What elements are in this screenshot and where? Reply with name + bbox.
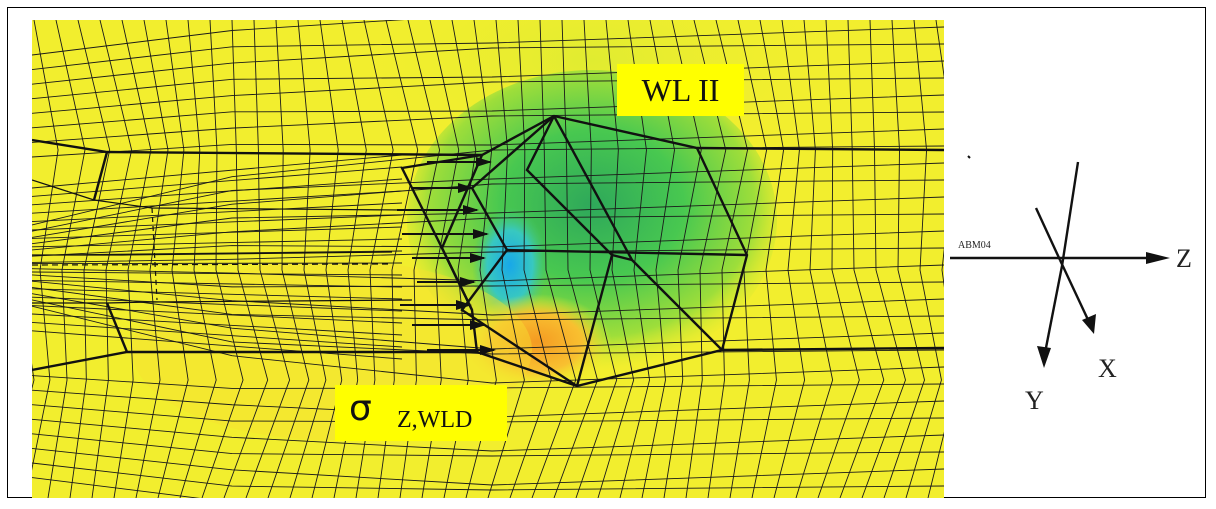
load-arrows <box>397 157 496 355</box>
tube-mesh-line <box>32 288 403 300</box>
axis-upper-stub <box>1060 161 1080 267</box>
mesh-horizontal-line <box>32 247 944 263</box>
load-arrow-head <box>456 300 472 310</box>
z-axis-label: Z <box>1176 244 1192 273</box>
tube-mesh-line <box>32 279 403 288</box>
x-axis-label: X <box>1098 354 1117 383</box>
mesh-vertical-line <box>883 20 925 498</box>
tube-mesh-line <box>32 202 403 223</box>
tube-inner-lines <box>32 179 413 304</box>
tube-mesh-line <box>32 330 403 360</box>
tube-mesh-line <box>32 305 403 324</box>
mesh-horizontal-line <box>32 264 944 282</box>
mesh-vertical-line <box>839 20 885 498</box>
mesh-horizontal-line <box>32 179 944 238</box>
mesh-vertical-line <box>575 20 618 498</box>
mesh-vertical-line <box>509 20 552 498</box>
mesh-vertical-line <box>289 20 327 498</box>
mesh-vertical-line <box>47 20 86 498</box>
tube-mesh-line <box>32 262 403 265</box>
fe-mesh-plot: WL II σ Z,WLD <box>32 20 944 498</box>
mesh-vertical-line <box>201 20 244 498</box>
mesh-horizontal-line <box>32 418 944 452</box>
x-axis-arrowhead <box>1082 314 1096 334</box>
y-axis-line <box>1042 265 1064 359</box>
stress-label: σ Z,WLD <box>335 385 507 441</box>
tube-mesh-line <box>32 296 403 312</box>
mesh-horizontal-line <box>32 305 944 384</box>
mesh-horizontal-line <box>32 128 944 158</box>
tube-mesh-line <box>32 190 403 214</box>
mesh-horizontal-line <box>32 43 944 85</box>
stray-dot <box>967 155 971 159</box>
mesh-horizontal-line <box>32 20 405 56</box>
axis-back-stub <box>1034 207 1062 261</box>
mesh-vertical-line <box>135 20 169 498</box>
tube-mesh-line <box>32 271 403 276</box>
load-arrow-head <box>476 157 492 167</box>
mesh-vertical-line <box>553 20 599 498</box>
y-axis-arrowhead <box>1037 346 1051 368</box>
contour-cyan-region <box>472 207 548 323</box>
mesh-horizontal-line <box>32 230 944 257</box>
stress-subscript: Z,WLD <box>397 407 473 433</box>
mesh-horizontal-line <box>32 213 944 251</box>
tube-mesh-line <box>32 214 403 231</box>
mesh-vertical-line <box>179 20 217 498</box>
coordinate-axis-triad: ABM04 Z X Y <box>948 148 1198 428</box>
contour-orange-region <box>462 294 612 390</box>
load-arrow-head <box>470 320 486 330</box>
mesh-horizontal-line <box>32 293 944 350</box>
mesh-horizontal-line <box>32 477 201 498</box>
mesh-vertical-line <box>861 20 906 498</box>
mesh-horizontal-line <box>32 26 944 71</box>
mesh-vertical-line <box>267 20 310 498</box>
mesh-vertical-line <box>32 20 59 471</box>
load-arrow-head <box>460 277 476 287</box>
node-id-label: ABM04 <box>958 240 991 251</box>
figure-frame: WL II σ Z,WLD ABM04 Z X Y <box>7 7 1206 498</box>
load-arrow-head <box>480 345 496 355</box>
tube-mesh-line <box>32 166 403 197</box>
y-axis-label: Y <box>1025 386 1044 415</box>
tube-mesh-line <box>32 313 403 336</box>
load-arrow-head <box>458 183 474 193</box>
tube-mesh-line <box>32 238 403 248</box>
mesh-vertical-line <box>157 20 189 498</box>
z-axis-arrowhead <box>1146 252 1170 264</box>
x-axis-line <box>1058 259 1092 325</box>
stress-symbol: σ <box>349 388 372 429</box>
load-arrow-head <box>473 229 489 239</box>
mesh-vertical-line <box>817 20 860 498</box>
tube-mesh-line <box>32 226 403 239</box>
mesh-vertical-line <box>245 20 291 498</box>
mesh-horizontal-line <box>32 433 944 457</box>
tube-mesh-line <box>32 321 403 348</box>
load-arrow-head <box>470 253 486 263</box>
axis-triad-svg <box>950 155 1170 368</box>
mesh-vertical-line <box>311 20 343 498</box>
mesh-vertical-line <box>927 20 944 498</box>
mesh-horizontal-line <box>32 280 944 316</box>
mesh-vertical-line <box>113 20 152 498</box>
mesh-horizontal-line <box>32 162 944 232</box>
mesh-horizontal-line <box>32 196 944 245</box>
mesh-vertical-line <box>531 20 577 498</box>
tube-mesh-line <box>32 154 403 189</box>
mesh-vertical-line <box>905 20 942 498</box>
mesh-horizontal-line <box>32 447 944 486</box>
load-arrow-head <box>463 205 479 215</box>
mesh-vertical-line <box>487 20 525 498</box>
mesh-vertical-line <box>223 20 269 498</box>
mesh-horizontal-line <box>32 462 944 491</box>
weld-line-label: WL II <box>617 64 744 116</box>
